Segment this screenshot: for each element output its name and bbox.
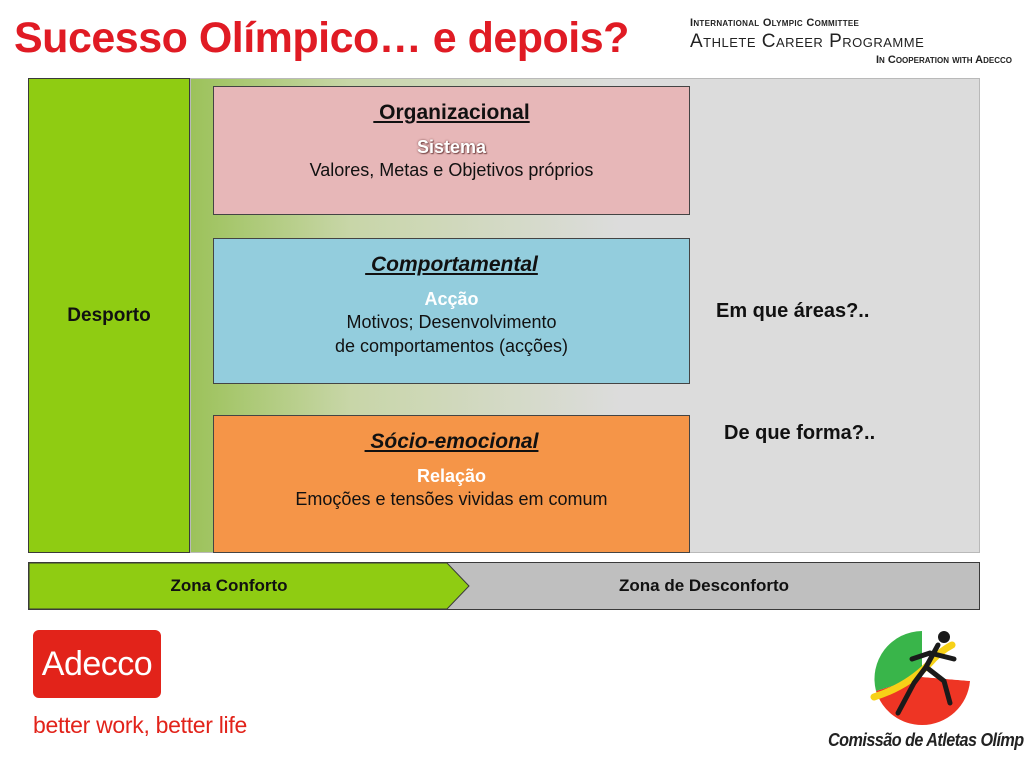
zone-bar: Zona Conforto Zona de Desconforto — [28, 562, 980, 610]
adecco-logo-text: Adecco — [41, 644, 153, 683]
adecco-logo: Adecco — [33, 630, 161, 698]
comportamental-body-line1: Motivos; Desenvolvimento — [346, 312, 557, 332]
zone-conforto-label: Zona Conforto — [170, 576, 288, 595]
desporto-label: Desporto — [67, 304, 151, 326]
comportamental-heading: Comportamental — [365, 253, 538, 276]
organizacional-body: Valores, Metas e Objetivos próprios — [309, 160, 594, 180]
comportamental-body-line2: de comportamentos (acções) — [334, 336, 569, 356]
question-areas: Em que áreas?.. — [716, 300, 870, 322]
question-forma: De que forma?.. — [724, 422, 876, 444]
cao-name: Comissão de Atletas Olímpicos — [828, 730, 1024, 750]
ioc-line1: International Olympic Committee — [690, 17, 860, 29]
ioc-line2: Athlete Career Programme — [690, 31, 925, 52]
socio-body: Emoções e tensões vividas em comum — [295, 489, 608, 509]
organizacional-heading: Organizacional — [373, 101, 530, 124]
box-comportamental: Comportamental Acção Motivos; Desenvolvi… — [213, 238, 690, 384]
socio-subheading: Relação — [416, 466, 487, 486]
desporto-column: Desporto — [28, 78, 190, 553]
ioc-line3: In Cooperation with Adecco — [876, 54, 1012, 66]
adecco-tagline: better work, better life — [33, 712, 247, 738]
slide-title: Sucesso Olímpico… e depois? — [14, 14, 629, 62]
comportamental-subheading: Acção — [424, 289, 479, 309]
box-organizacional: Organizacional Sistema Valores, Metas e … — [213, 86, 690, 215]
cao-athlete-logo-icon — [870, 631, 971, 726]
organizacional-subheading: Sistema — [416, 137, 487, 157]
box-socio-emocional: Sócio-emocional Relação Emoções e tensõe… — [213, 415, 690, 553]
socio-heading: Sócio-emocional — [364, 430, 539, 453]
zone-desconforto-label: Zona de Desconforto — [618, 576, 789, 595]
zone-arrow-shape — [29, 563, 470, 609]
ioc-program-header: International Olympic Committee Athlete … — [690, 17, 1012, 66]
